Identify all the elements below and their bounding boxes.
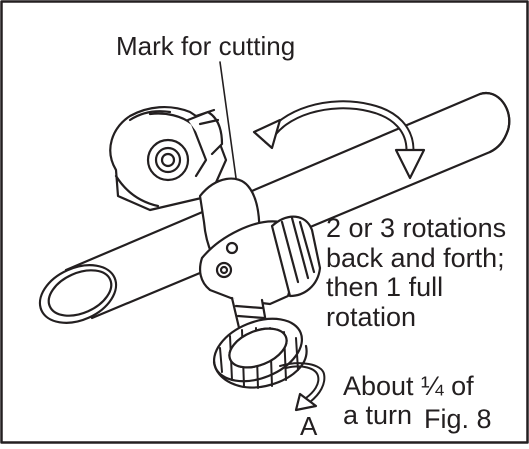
curved-double-arrow-icon xyxy=(252,100,426,180)
mark-for-cutting-label: Mark for cutting xyxy=(116,31,296,61)
quarter-turn-label: About ¼ of a turn xyxy=(343,371,474,431)
curved-arrow-icon xyxy=(279,362,326,412)
mark-leader-line xyxy=(219,61,237,179)
figure-number-label: Fig. 8 xyxy=(424,404,492,434)
rotations-instruction-label: 2 or 3 rotations back and forth; then 1 … xyxy=(326,213,507,333)
cutter-back-wheel-housing xyxy=(109,105,228,212)
point-a-label: A xyxy=(300,411,318,441)
tightening-knob xyxy=(212,317,308,389)
